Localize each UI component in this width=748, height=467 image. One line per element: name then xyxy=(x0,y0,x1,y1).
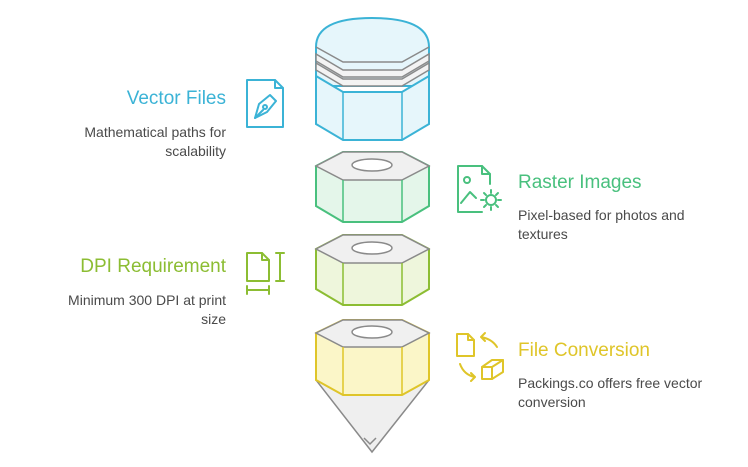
dpi-requirement-description: Minimum 300 DPI at print size xyxy=(68,292,226,327)
hex-nut-green xyxy=(314,151,431,223)
file-convert-icon xyxy=(456,332,504,382)
top-cap-blue xyxy=(315,16,430,141)
vector-files-title: Vector Files xyxy=(126,88,226,109)
raster-images-title: Raster Images xyxy=(518,172,642,193)
vector-files-description: Mathematical paths for scalability xyxy=(84,124,226,159)
document-dimensions-icon xyxy=(246,252,285,295)
file-conversion-description: Packings.co offers free vector conversio… xyxy=(518,375,703,410)
dpi-requirement-title: DPI Requirement xyxy=(80,256,226,277)
cap-ring-layers xyxy=(315,52,430,87)
hex-prism-blue xyxy=(315,74,430,141)
vector-pen-icon xyxy=(246,79,284,128)
hex-nut-yellow-tip xyxy=(314,319,431,454)
raster-images-description: Pixel-based for photos and textures xyxy=(518,207,685,242)
hex-nut-lime xyxy=(314,234,431,306)
file-conversion-title: File Conversion xyxy=(518,340,650,361)
image-settings-icon xyxy=(457,165,502,213)
